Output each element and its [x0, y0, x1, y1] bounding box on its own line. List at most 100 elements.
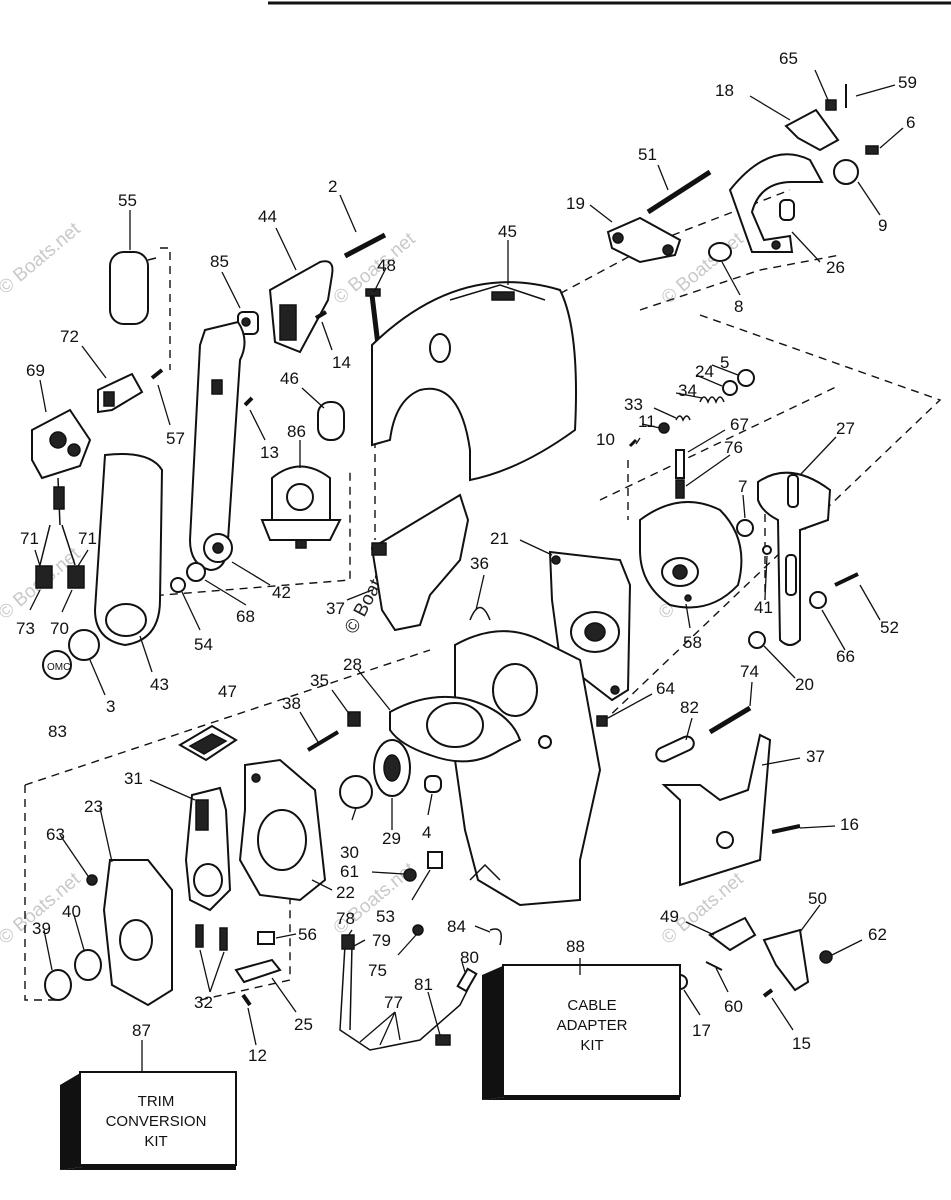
label-83: 83	[48, 722, 67, 741]
label-54: 54	[194, 635, 213, 654]
trim-conversion-line-3: KIT	[144, 1133, 167, 1150]
label-12: 12	[248, 1046, 267, 1065]
part-50-bracket	[762, 928, 810, 992]
label-42: 42	[272, 583, 291, 602]
label-69: 69	[26, 361, 45, 380]
label-47: 47	[218, 682, 237, 701]
label-76: 76	[724, 438, 743, 457]
label-27: 27	[836, 419, 855, 438]
part-44-cover	[268, 260, 334, 354]
part-72-bracket	[97, 372, 144, 414]
label-15: 15	[792, 1034, 811, 1053]
part-69-switch	[31, 408, 92, 589]
part-75-nut	[412, 924, 424, 936]
part-62-nut	[819, 950, 833, 964]
label-38: 38	[282, 694, 301, 713]
cable-adapter-kit-box: CABLE ADAPTER KIT	[482, 964, 681, 1100]
part-66-washer	[809, 591, 827, 609]
label-23: 23	[84, 797, 103, 816]
part-33-spring	[675, 415, 691, 422]
part-67-pin	[675, 449, 685, 479]
label-34: 34	[678, 381, 697, 400]
part-32-springs	[195, 924, 228, 951]
label-67: 67	[730, 415, 749, 434]
label-48: 48	[377, 256, 396, 275]
label-58: 58	[683, 633, 702, 652]
part-22-housing	[238, 758, 327, 902]
part-30-ring	[339, 775, 373, 809]
cable-adapter-line-3: KIT	[580, 1037, 603, 1054]
label-59: 59	[898, 73, 917, 92]
label-78: 78	[336, 909, 355, 928]
part-38-screw	[306, 730, 340, 752]
label-87: 87	[132, 1021, 151, 1040]
label-52: 52	[880, 618, 899, 637]
part-7-washer	[736, 519, 754, 537]
part-16-screw	[771, 824, 801, 834]
label-49: 49	[660, 907, 679, 926]
label-62: 62	[868, 925, 887, 944]
label-55: 55	[118, 191, 137, 210]
label-26: 26	[826, 258, 845, 277]
cable-adapter-line-2: ADAPTER	[557, 1017, 628, 1034]
part-55-cap	[109, 251, 157, 325]
part-11-ball	[658, 422, 670, 434]
label-63: 63	[46, 825, 65, 844]
label-86: 86	[287, 422, 306, 441]
label-61: 61	[340, 862, 359, 881]
label-71: 71	[20, 529, 39, 548]
part-10-screw	[628, 438, 638, 448]
label-25: 25	[294, 1015, 313, 1034]
label-74: 74	[740, 662, 759, 681]
label-75: 75	[368, 961, 387, 980]
label-29: 29	[382, 829, 401, 848]
label-45: 45	[498, 222, 517, 241]
trim-conversion-line-2: CONVERSION	[106, 1113, 207, 1130]
label-20: 20	[795, 675, 814, 694]
label-56: 56	[298, 925, 317, 944]
part-60-pin	[705, 961, 723, 971]
part-number-labels: 65 59 18 6 51 2 55 19 44 9 45 85 48 26 8…	[16, 49, 917, 1065]
part-47-pad	[178, 724, 238, 762]
part-77-harness	[339, 934, 478, 1051]
part-35-screw	[347, 711, 361, 727]
part-76-spring	[675, 479, 685, 499]
part-68-washer	[186, 562, 206, 582]
label-51: 51	[638, 145, 657, 164]
label-82: 82	[680, 698, 699, 717]
part-19-link	[606, 216, 682, 264]
label-43: 43	[150, 675, 169, 694]
trim-conversion-kit-box: TRIM CONVERSION KIT	[60, 1071, 237, 1170]
part-main-plate	[454, 630, 602, 907]
part-58-cam	[639, 501, 743, 609]
label-57: 57	[166, 429, 185, 448]
part-25-plate	[234, 958, 282, 984]
part-86-mount	[260, 465, 342, 549]
label-28: 28	[343, 655, 362, 674]
label-41: 41	[754, 598, 773, 617]
part-49-clip	[708, 916, 757, 952]
label-11: 11	[638, 412, 656, 431]
part-2-screw	[343, 232, 387, 259]
part-57-screw	[150, 368, 164, 380]
label-2: 2	[328, 177, 337, 196]
label-53: 53	[376, 907, 395, 926]
part-48-screw	[365, 288, 381, 346]
label-50: 50	[808, 889, 827, 908]
part-37-plate-right	[661, 733, 772, 887]
label-68: 68	[236, 607, 255, 626]
label-70: 70	[50, 619, 69, 638]
label-79: 79	[372, 931, 391, 950]
label-84: 84	[447, 917, 466, 936]
part-74-screw	[708, 705, 752, 735]
part-15-screw	[762, 988, 774, 998]
label-46: 46	[280, 369, 299, 388]
label-32: 32	[194, 993, 213, 1012]
label-10: 10	[596, 430, 615, 449]
label-21: 21	[490, 529, 509, 548]
part-42-lever	[188, 320, 246, 572]
label-8: 8	[734, 297, 743, 316]
part-43-handle	[93, 453, 164, 647]
part-36-clip	[469, 606, 491, 621]
part-39-ring	[44, 969, 72, 1001]
